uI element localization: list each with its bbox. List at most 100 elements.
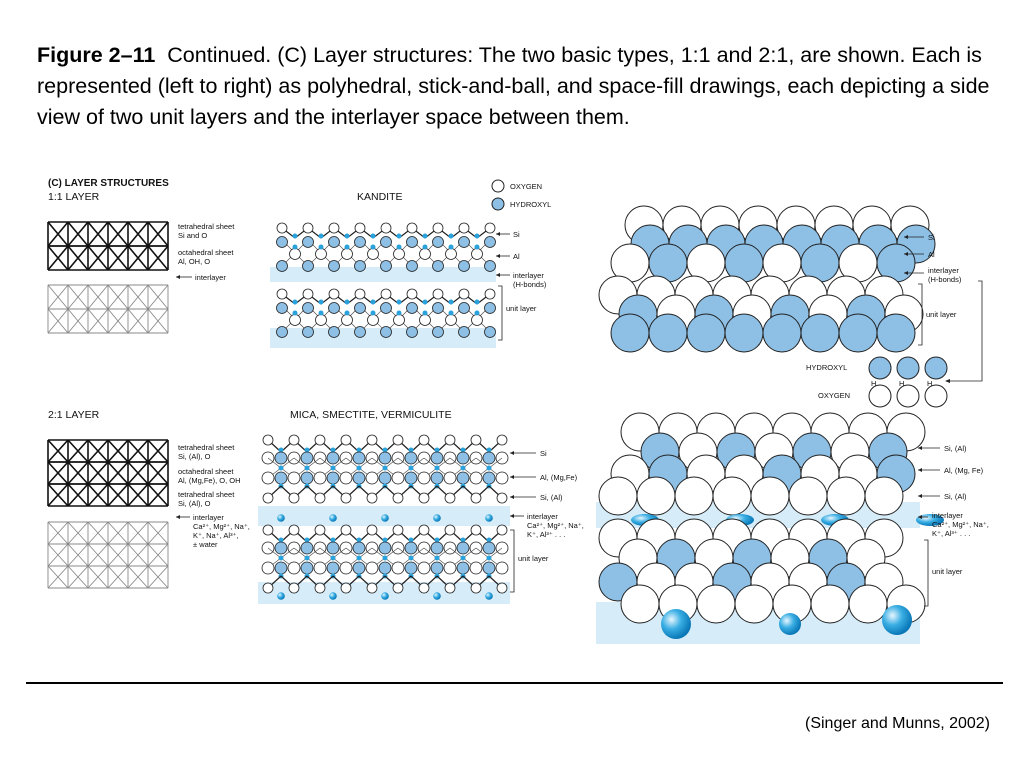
oxygen-atom <box>315 248 327 260</box>
interlayer-cation <box>381 592 389 600</box>
al-atom <box>356 465 362 471</box>
hydroxyl-atom <box>352 451 366 465</box>
oct-box-light-diag <box>47 308 69 334</box>
al-atom <box>344 310 350 316</box>
hydroxyl-atom <box>276 326 288 338</box>
oxygen-atom <box>484 222 496 234</box>
hydroxyl-atom <box>352 561 366 575</box>
oct-box-dark-diag <box>127 461 149 485</box>
tet2-box-light-diag <box>47 565 69 589</box>
oxygen-atom <box>471 314 483 326</box>
si-atom <box>474 233 480 239</box>
label-interlayer-21: interlayer <box>193 513 224 522</box>
oxygen-atom <box>496 524 508 536</box>
hydroxyl-atom <box>484 326 496 338</box>
oxygen-legend-icon <box>491 179 505 193</box>
hydroxyl-atom <box>276 302 288 314</box>
si-atom <box>474 299 480 305</box>
interlayer-cation-large <box>882 605 912 635</box>
si-atom <box>448 299 454 305</box>
si-atom <box>318 299 324 305</box>
hydroxyl-atom <box>484 260 496 272</box>
oxygen-atom <box>287 561 301 575</box>
oxygen-atom <box>458 288 470 300</box>
tet2-box-light-diag <box>87 565 109 589</box>
oxygen-sphere <box>712 476 752 516</box>
label-oct-sheet-21: octahedral sheet <box>178 467 234 476</box>
hydroxyl-atom <box>406 302 418 314</box>
oct-box-light-diag <box>67 308 89 334</box>
label-cations-ball2: K⁺, Al³⁺ . . . <box>527 530 565 539</box>
hydroxyl-legend-icon <box>491 197 505 211</box>
oxygen-sphere <box>620 584 660 624</box>
label-interlayer-fill21: interlayer <box>932 511 963 520</box>
oxygen-atom <box>261 561 275 575</box>
si-atom <box>304 537 310 543</box>
oxygen-atom <box>339 471 353 485</box>
hydroxyl-legend-sphere <box>896 356 920 380</box>
oxygen-sphere <box>750 476 790 516</box>
hydroxyl-atom <box>352 541 366 555</box>
hydroxyl-atom <box>430 561 444 575</box>
oxygen-atom <box>340 524 352 536</box>
divider-rule <box>26 682 1003 684</box>
label-si-al-top-fill: Si, (Al) <box>944 444 967 453</box>
oct-box-dark-diag <box>147 461 169 485</box>
oxygen-atom <box>366 524 378 536</box>
hydroxyl-atom <box>378 541 392 555</box>
oxygen-atom <box>417 561 431 575</box>
tet2-box-dark-diag <box>87 483 109 507</box>
oxygen-sphere <box>696 584 736 624</box>
oct-box-dark-diag <box>67 245 89 271</box>
si-atom <box>330 537 336 543</box>
oxygen-atom <box>496 492 508 504</box>
al-atom <box>474 310 480 316</box>
hydroxyl-atom <box>458 236 470 248</box>
fill-1-1-labels: Si Al interlayer (H-bonds) unit layer HY… <box>806 233 983 400</box>
oxygen-atom <box>340 434 352 446</box>
oxygen-atom <box>432 288 444 300</box>
hydroxyl-atom <box>378 561 392 575</box>
oct-box-light-diag <box>147 308 169 334</box>
oxygen-atom <box>262 524 274 536</box>
oxygen-atom <box>262 582 274 594</box>
oxygen-atom <box>288 524 300 536</box>
oxygen-atom <box>341 248 353 260</box>
figure-caption: Figure 2–11 Continued. (C) Layer structu… <box>37 40 997 133</box>
hydroxyl-atom <box>302 302 314 314</box>
oxygen-sphere <box>848 584 888 624</box>
al-atom <box>292 310 298 316</box>
oxygen-atom <box>393 248 405 260</box>
oxygen-atom <box>444 434 456 446</box>
oxygen-atom <box>288 434 300 446</box>
label-al-mgfe: Al, (Mg,Fe), O, OH <box>178 476 241 485</box>
hydroxyl-atom <box>300 541 314 555</box>
si-atom <box>486 447 492 453</box>
oct-box-dark-diag <box>47 245 69 271</box>
tet-box-dark-diag <box>107 439 129 463</box>
polyhedral-1-1 <box>47 221 169 334</box>
tet-box-dark-diag <box>67 221 89 247</box>
tet-box-light-diag <box>107 521 129 545</box>
label-interlayer-hb: interlayer <box>513 271 544 280</box>
oxygen-atom <box>302 288 314 300</box>
oxygen-atom <box>470 524 482 536</box>
oxygen-atom <box>391 561 405 575</box>
al-atom <box>434 555 440 561</box>
si-atom <box>356 537 362 543</box>
hydroxyl-atom <box>458 260 470 272</box>
label-hydroxyl-fill: HYDROXYL <box>806 363 847 372</box>
hydroxyl-atom <box>300 561 314 575</box>
oxygen-atom <box>419 248 431 260</box>
label-si-21: Si <box>540 449 547 458</box>
oct-box-light-diag <box>127 543 149 567</box>
si-atom <box>448 233 454 239</box>
oxygen-atom <box>495 561 509 575</box>
hydroxyl-sphere <box>610 313 650 353</box>
hydroxyl-atom <box>354 326 366 338</box>
hydroxyl-sphere <box>724 313 764 353</box>
oxygen-atom <box>418 434 430 446</box>
interlayer-cation <box>485 592 493 600</box>
layer-1-1-heading: 1:1 LAYER <box>48 191 100 203</box>
oxygen-atom <box>443 471 457 485</box>
